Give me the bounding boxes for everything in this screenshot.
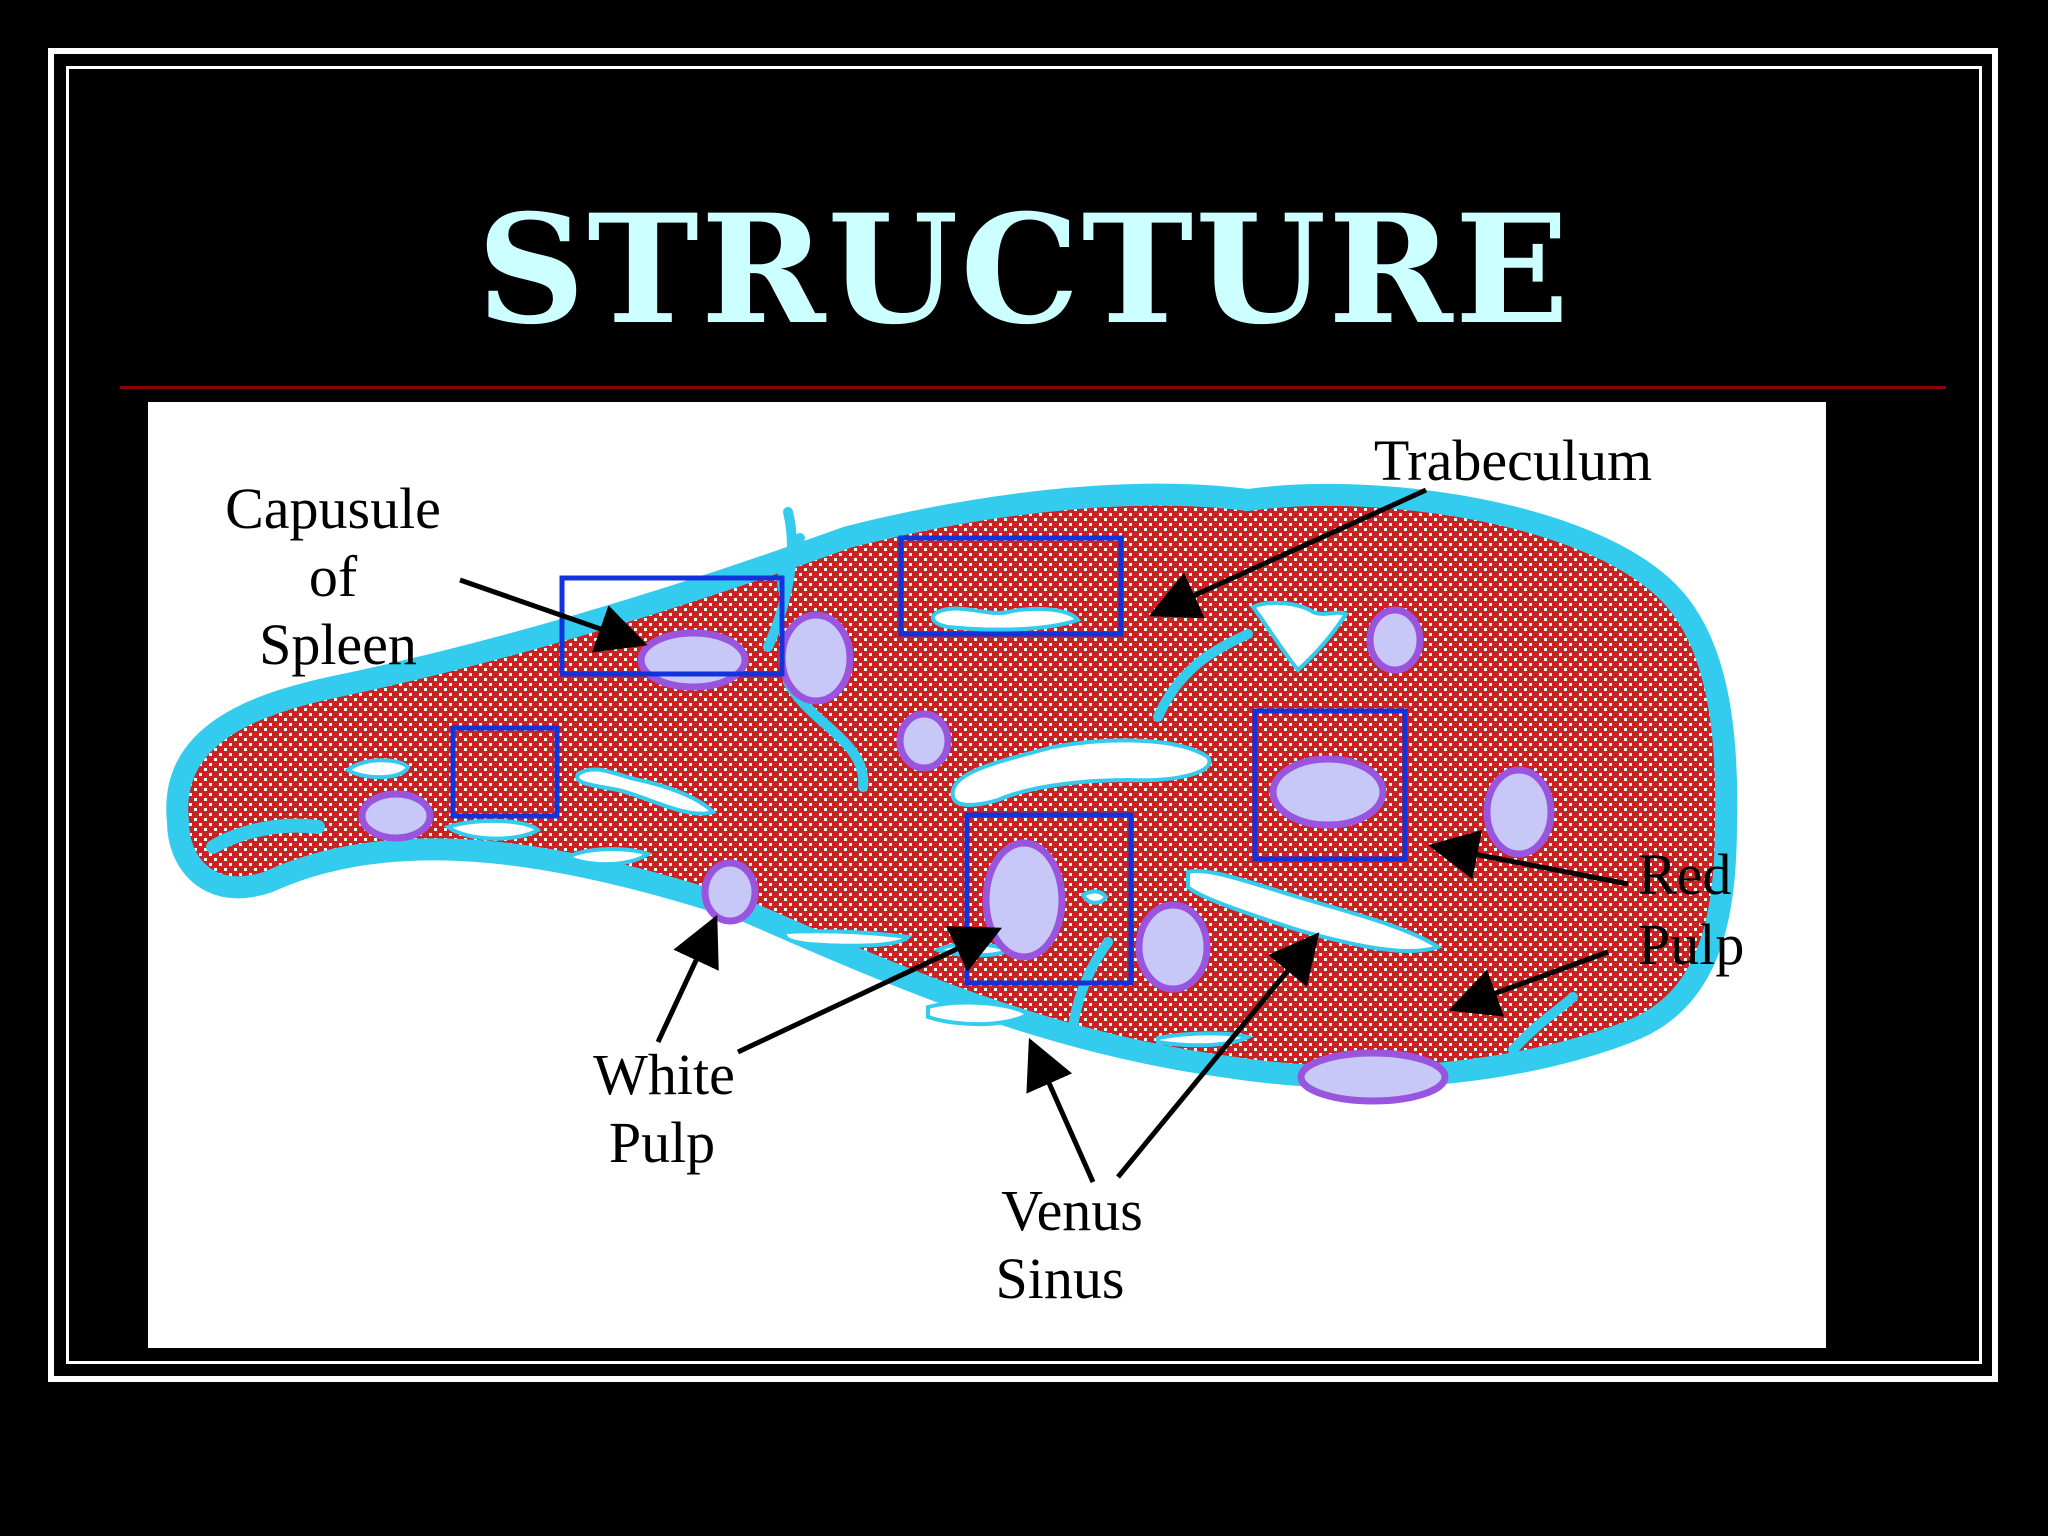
slide-title: STRUCTURE bbox=[476, 182, 1572, 358]
white-pulp-nodule bbox=[982, 839, 1066, 961]
venous-sinus bbox=[782, 929, 913, 948]
venous-sinus bbox=[344, 758, 411, 780]
arrow-venus-sinus-2 bbox=[1116, 932, 1320, 1179]
white-pulp-nodule bbox=[1366, 606, 1424, 674]
venous-sinus bbox=[1080, 889, 1109, 905]
white-pulp-nodule bbox=[1269, 755, 1387, 829]
label-capsule-line3: Spleen bbox=[259, 612, 417, 677]
white-pulp-nodule bbox=[1135, 901, 1211, 993]
title-divider bbox=[120, 386, 1946, 389]
label-white-pulp-line2: Pulp bbox=[609, 1110, 715, 1175]
capsule-fold bbox=[206, 818, 325, 854]
arrow-red-pulp-2 bbox=[1448, 949, 1609, 1017]
slide-outer-frame bbox=[48, 48, 1998, 1382]
white-pulp-nodules bbox=[358, 606, 1555, 1105]
label-red-pulp-line1: Red bbox=[1638, 842, 1731, 907]
label-venus-sinus-line1: Venus bbox=[1001, 1178, 1143, 1243]
highlight-box-red-pulp-right bbox=[1252, 708, 1408, 862]
venous-sinus bbox=[1249, 600, 1349, 673]
highlight-box-red-pulp-left bbox=[450, 725, 560, 819]
trabeculum-branch bbox=[1518, 1042, 1573, 1072]
venous-sinus bbox=[926, 1000, 1032, 1027]
arrow-white-pulp-2 bbox=[736, 926, 1003, 1055]
venous-sinus bbox=[563, 847, 653, 867]
spleen-diagram: Capusule of Spleen Trabeculum Red Pulp W… bbox=[166, 428, 1744, 1311]
label-red-pulp-line2: Pulp bbox=[1638, 912, 1744, 977]
white-pulp-nodule bbox=[1483, 766, 1555, 858]
venous-sinuses bbox=[344, 600, 1443, 1048]
label-capsule-line1: Capusule bbox=[225, 476, 441, 541]
arrow-white-pulp-1 bbox=[655, 914, 719, 1044]
white-pulp-nodule bbox=[358, 790, 434, 842]
venous-sinus bbox=[443, 818, 542, 841]
venous-sinus bbox=[1186, 869, 1443, 953]
venous-sinus bbox=[930, 606, 1082, 632]
label-venus-sinus-line2: Sinus bbox=[996, 1246, 1125, 1311]
label-capsule-line2: of bbox=[309, 544, 358, 609]
arrow-red-pulp-1 bbox=[1428, 830, 1629, 887]
venous-sinus bbox=[950, 738, 1212, 807]
trabeculae bbox=[763, 507, 1578, 1072]
highlight-boxes bbox=[450, 535, 1408, 986]
trabeculum-branch bbox=[763, 507, 797, 652]
arrow-trabeculum bbox=[1148, 487, 1428, 619]
label-arrows bbox=[459, 487, 1629, 1184]
label-white-pulp-line1: White bbox=[593, 1042, 735, 1107]
white-pulp-nodule bbox=[896, 710, 952, 772]
trabeculum-branch bbox=[1508, 992, 1578, 1055]
slide-inner-frame bbox=[66, 66, 1982, 1364]
venous-sinus bbox=[575, 767, 717, 816]
arrow-capsule bbox=[459, 577, 648, 653]
arrow-venus-sinus-1 bbox=[1026, 1037, 1096, 1184]
white-pulp-nodule bbox=[1297, 1049, 1449, 1105]
white-pulp-nodule bbox=[778, 611, 854, 705]
label-trabeculum: Trabeculum bbox=[1374, 428, 1652, 493]
venous-sinus bbox=[1156, 1031, 1254, 1048]
highlight-box-capsule bbox=[559, 575, 785, 677]
spleen-diagram-panel: Capusule of Spleen Trabeculum Red Pulp W… bbox=[148, 402, 1826, 1348]
white-pulp-nodule bbox=[637, 629, 749, 691]
highlight-box-white-pulp bbox=[964, 812, 1134, 986]
trabeculum-branch bbox=[1068, 937, 1113, 1032]
white-pulp-nodule bbox=[701, 859, 759, 925]
trabeculum-branch bbox=[1153, 629, 1253, 722]
highlight-box-trabeculum bbox=[898, 535, 1124, 637]
